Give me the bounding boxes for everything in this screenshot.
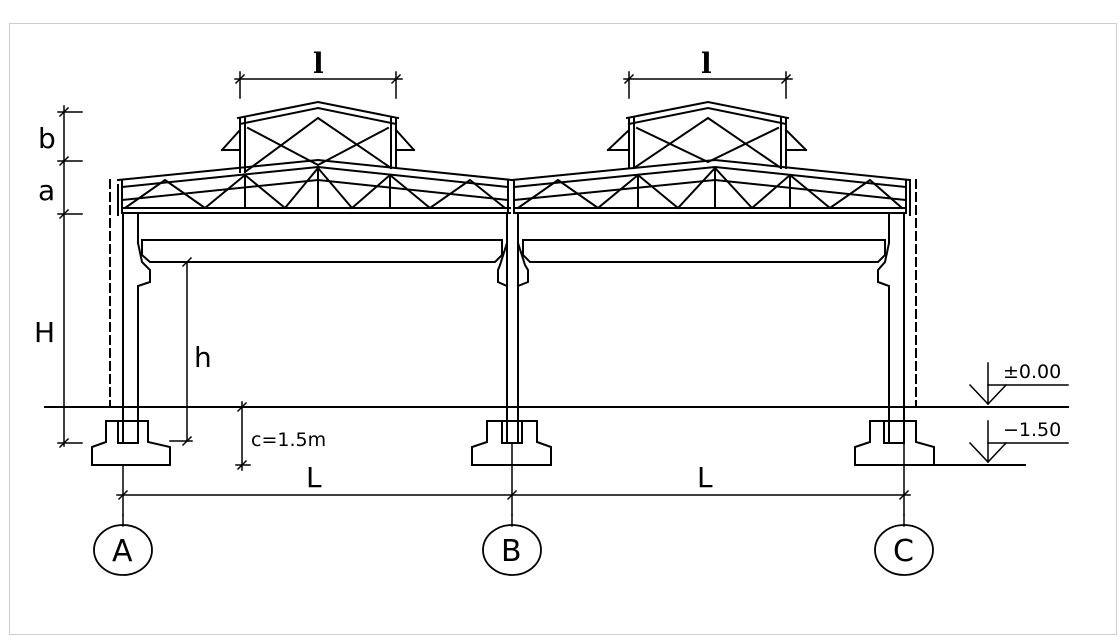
label-dim-a: a — [38, 174, 55, 207]
elevation-mark-foundation — [968, 420, 1069, 464]
label-dim-c: c=1.5m — [251, 429, 326, 451]
label-span-small-left: l — [313, 47, 324, 80]
foundation-c — [854, 420, 935, 466]
label-span-small-right: l — [701, 47, 712, 80]
dimension-c — [235, 401, 251, 471]
skylight-frame-right — [606, 100, 808, 170]
roof-truss-left — [116, 158, 514, 214]
axis-bubble-c — [874, 524, 934, 576]
label-dim-H: H — [34, 316, 55, 349]
elevation-mark-ground — [968, 362, 1069, 406]
column-b — [497, 214, 529, 444]
axis-label-c: C — [893, 534, 914, 569]
axis-bubble-a — [93, 524, 153, 576]
foundation-a — [91, 420, 171, 466]
dimension-span-L — [116, 442, 911, 516]
column-a — [109, 179, 151, 444]
dimension-h — [149, 256, 193, 447]
crane-beam-right — [521, 239, 887, 263]
label-elevation-ground: ±0.00 — [1003, 361, 1061, 383]
axis-bubble-b — [482, 524, 542, 576]
dimension-left-vertical — [57, 105, 83, 449]
axis-label-a: A — [112, 534, 133, 569]
roof-truss-right — [510, 158, 912, 214]
drawing-frame — [9, 23, 1117, 635]
dimension-skylight-right — [623, 71, 793, 99]
crane-beam-left — [140, 239, 504, 263]
column-c — [877, 179, 917, 444]
label-dim-h: h — [194, 341, 212, 374]
dimension-skylight-left — [234, 71, 403, 99]
label-dim-b: b — [38, 122, 56, 155]
skylight-frame-left — [220, 100, 416, 174]
label-elevation-foundation: −1.50 — [1003, 419, 1061, 441]
label-span-L-left: L — [306, 461, 322, 494]
axis-label-b: B — [501, 534, 522, 569]
label-span-L-right: L — [697, 461, 713, 494]
